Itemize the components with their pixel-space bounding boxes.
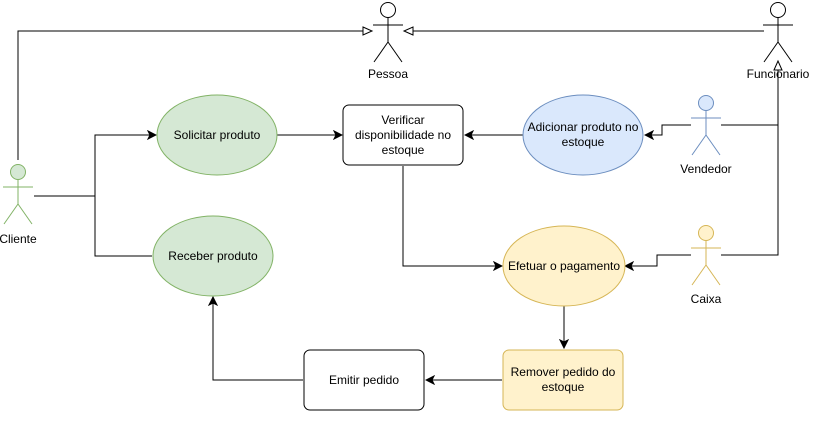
use-case-solicitar-label: Solicitar produto xyxy=(173,127,261,142)
use-case-efetuar-o-pagamento[interactable] xyxy=(502,225,626,307)
edge-cliente-to-pessoa xyxy=(17,26,374,160)
use-case-solicitar-produto[interactable] xyxy=(156,94,278,176)
actor-cliente-label: Cliente xyxy=(0,232,37,246)
process-verificar-disponibilidade[interactable] xyxy=(342,104,464,166)
process-verificar-label: Verificar disponibilidade no estoque xyxy=(354,112,452,157)
use-case-efetuar-label: Efetuar o pagamento xyxy=(507,258,621,273)
actor-caixa-label: Caixa xyxy=(690,292,722,306)
use-case-receber-produto[interactable] xyxy=(152,215,274,297)
use-case-adicionar-produto-no-estoque[interactable] xyxy=(522,94,644,176)
actor-funcionario[interactable] xyxy=(763,2,793,63)
actor-funcionario-label: Funcionario xyxy=(746,67,810,81)
process-emitir-pedido[interactable] xyxy=(303,349,425,411)
edge-emitir-to-receber xyxy=(213,297,303,381)
connectors xyxy=(17,26,783,381)
edge-cliente-to-solicitar xyxy=(34,135,156,197)
edge-cliente-to-receber xyxy=(94,196,152,257)
edge-verificar-to-efetuar xyxy=(402,166,502,266)
process-remover-label: Remover pedido do estoque xyxy=(510,365,616,394)
process-remover-pedido-do-estoque[interactable] xyxy=(502,349,624,411)
edge-caixa-to-funcionario xyxy=(721,125,779,256)
actor-pessoa-label: Pessoa xyxy=(367,67,409,81)
use-case-adicionar-label: Adicionar produto no estoque xyxy=(527,120,639,149)
use-case-receber-label: Receber produto xyxy=(168,248,258,263)
edge-caixa-to-efetuar xyxy=(625,254,691,266)
actor-caixa[interactable] xyxy=(691,225,721,286)
actor-vendedor-label: Vendedor xyxy=(680,162,732,176)
edge-vendedor-to-adicionar xyxy=(645,124,691,135)
actor-cliente[interactable] xyxy=(3,164,33,225)
process-emitir-label: Emitir pedido xyxy=(328,372,400,387)
actor-vendedor[interactable] xyxy=(691,95,721,156)
actor-pessoa[interactable] xyxy=(373,2,403,63)
